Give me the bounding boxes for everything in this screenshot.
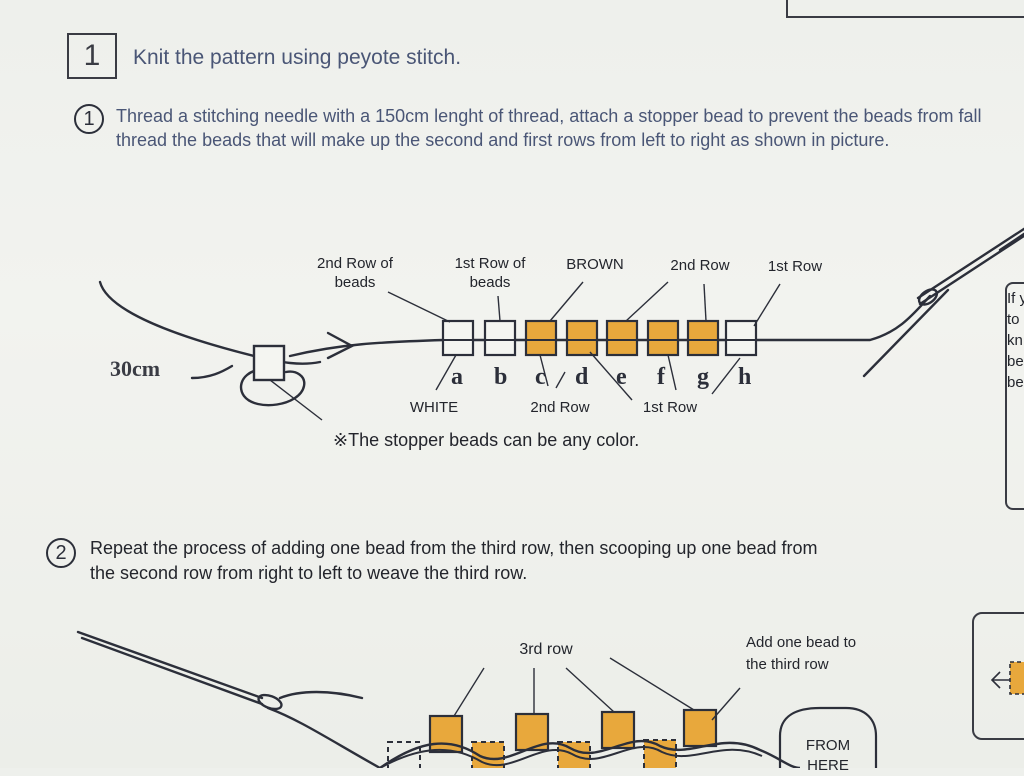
substep2-line1: Repeat the process of adding one bead fr… (90, 538, 818, 558)
bead-letter-g: g (697, 364, 709, 390)
side-note-line-1: If y (1007, 290, 1024, 307)
label-brown: BROWN (566, 256, 624, 273)
side-note-line-2: to (1007, 311, 1020, 328)
label-add-one-bead-line2: the third row (746, 656, 829, 673)
label-white: WHITE (409, 399, 459, 416)
side-note-line-4: be (1007, 353, 1024, 370)
substep2-marker: 2 (46, 538, 76, 568)
side-note-box: If y to kn be be (1005, 282, 1024, 510)
bead-letter-h: h (738, 364, 752, 390)
bead-letter-d: d (575, 364, 589, 390)
top-box (786, 0, 1024, 18)
side-illustration-box (972, 612, 1024, 740)
substep1-line1: Thread a stitching needle with a 150cm l… (116, 106, 982, 126)
side-note-line-5: be (1007, 374, 1024, 391)
label-1st-row-top: 1st Row (767, 258, 823, 275)
label-add-one-bead: Add one bead to the third row (746, 632, 856, 676)
label-1st-row-of-beads-line2: beads (469, 274, 511, 291)
label-1st-row-of-beads: 1st Row of beads (440, 254, 540, 292)
label-1st-row-bottom: 1st Row (642, 399, 698, 416)
step1-title: Knit the pattern using peyote stitch. (133, 46, 462, 69)
label-2nd-row-of-beads-line2: beads (334, 274, 376, 291)
substep1-number: 1 (83, 108, 95, 130)
label-2nd-row-of-beads-line1: 2nd Row of (317, 255, 393, 272)
from-here-line2: HERE (807, 757, 849, 774)
bead-letter-f: f (657, 364, 665, 390)
from-here-line1: FROM (805, 737, 851, 754)
stopper-note: ※The stopper beads can be any color. (333, 430, 640, 450)
substep2-number: 2 (55, 542, 67, 564)
length-label: 30cm (110, 356, 161, 381)
bead-letter-c: c (535, 364, 546, 390)
side-note-line-3: kn (1007, 332, 1023, 349)
label-2nd-row-bottom: 2nd Row (530, 399, 590, 416)
bead-letter-e: e (616, 364, 627, 390)
bead-letter-b: b (494, 364, 508, 390)
substep2-line2: the second row from right to left to wea… (90, 563, 528, 583)
bead-letter-a: a (451, 364, 463, 390)
label-2nd-row-top: 2nd Row (670, 257, 730, 274)
label-3rd-row: 3rd row (519, 641, 573, 658)
label-add-one-bead-line1: Add one bead to (746, 634, 857, 651)
substep1-line2: thread the beads that will make up the s… (116, 130, 890, 150)
from-here-label: FROM HERE (792, 736, 864, 776)
label-1st-row-of-beads-line1: 1st Row of (454, 255, 526, 272)
step-number-box: 1 (67, 33, 117, 79)
label-2nd-row-of-beads: 2nd Row of beads (300, 254, 410, 292)
substep1-marker: 1 (74, 104, 104, 134)
